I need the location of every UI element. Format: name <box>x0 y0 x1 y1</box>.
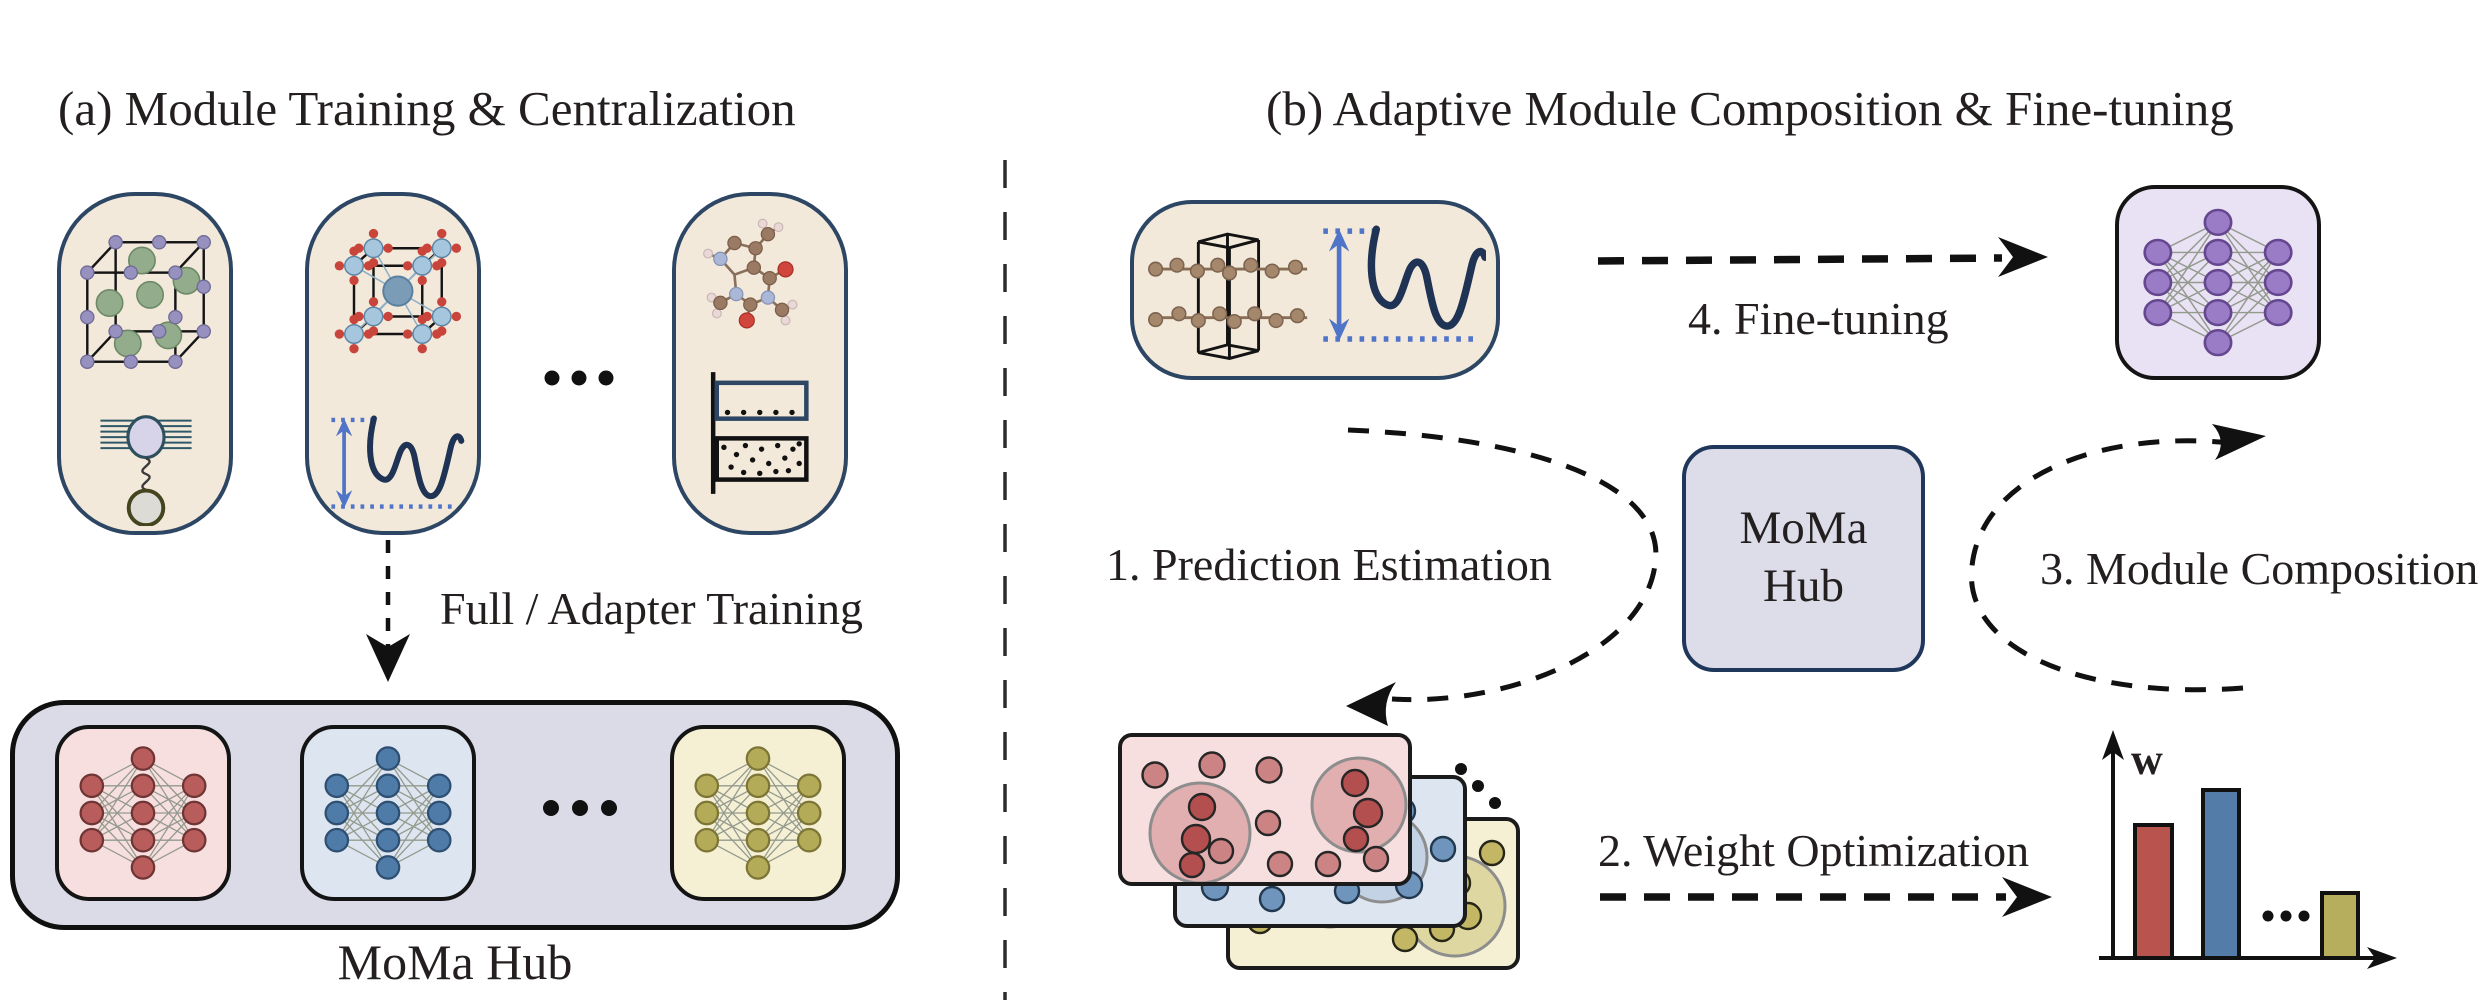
dataset-card-2 <box>305 192 481 535</box>
module-nn-yellow <box>670 725 846 901</box>
moma-hub-caption: MoMa Hub <box>337 934 573 990</box>
prediction-card-red <box>1118 733 1412 886</box>
y-axis-arrowhead <box>2102 730 2124 760</box>
finetuned-nn-purple <box>2115 185 2321 380</box>
moma-hub-box: MoMa Hub <box>1682 445 1925 672</box>
panel-b-title: (b) Adaptive Module Composition & Fine-t… <box>1266 81 2234 136</box>
dataset-card-3 <box>672 192 848 535</box>
moma-hub-box-line1: MoMa <box>1739 502 1868 554</box>
x-axis-arrowhead <box>2367 947 2397 969</box>
layered-crystal-icon <box>1148 232 1308 360</box>
property-curve-icon <box>1314 216 1486 356</box>
bar-olive <box>2320 891 2360 960</box>
weight-optimization-arrow <box>1600 877 2052 917</box>
neural-network-icon <box>324 746 452 880</box>
bar-blue <box>2201 788 2241 960</box>
device-spring-icon <box>100 415 192 526</box>
cluster-plot <box>1141 751 1408 882</box>
perovskite-crystal-icon <box>333 227 463 355</box>
energy-band-icon <box>710 372 809 494</box>
moma-hub-box-line2: Hub <box>1763 560 1844 613</box>
ellipsis-dots <box>544 370 614 386</box>
crystal-structure-icon <box>80 235 211 369</box>
step2-label: 2. Weight Optimization <box>1598 825 2030 876</box>
training-down-arrow <box>366 540 410 682</box>
dataset-card-1 <box>57 192 233 535</box>
neural-network-icon <box>2143 208 2293 357</box>
step3-label: 3. Module Composition <box>2040 543 2479 594</box>
ellipsis-dots <box>2262 910 2310 922</box>
training-arrow-label: Full / Adapter Training <box>440 583 863 634</box>
y-axis-label: w <box>2131 735 2163 784</box>
step1-label: 1. Prediction Estimation <box>1106 539 1552 590</box>
query-card <box>1130 200 1500 380</box>
module-nn-red <box>55 725 231 901</box>
weight-bar-chart: w <box>2099 730 2397 969</box>
panel-a-title: (a) Module Training & Centralization <box>58 81 796 136</box>
bar-red <box>2133 823 2174 960</box>
module-nn-blue <box>300 725 476 901</box>
neural-network-icon <box>79 746 207 880</box>
neural-network-icon <box>694 746 822 880</box>
finetuning-arrow <box>1597 237 2048 277</box>
molecule-icon <box>703 218 798 329</box>
property-curve-icon <box>318 408 468 520</box>
ellipsis-dots <box>543 800 617 816</box>
step4-label: 4. Fine-tuning <box>1688 293 1949 344</box>
